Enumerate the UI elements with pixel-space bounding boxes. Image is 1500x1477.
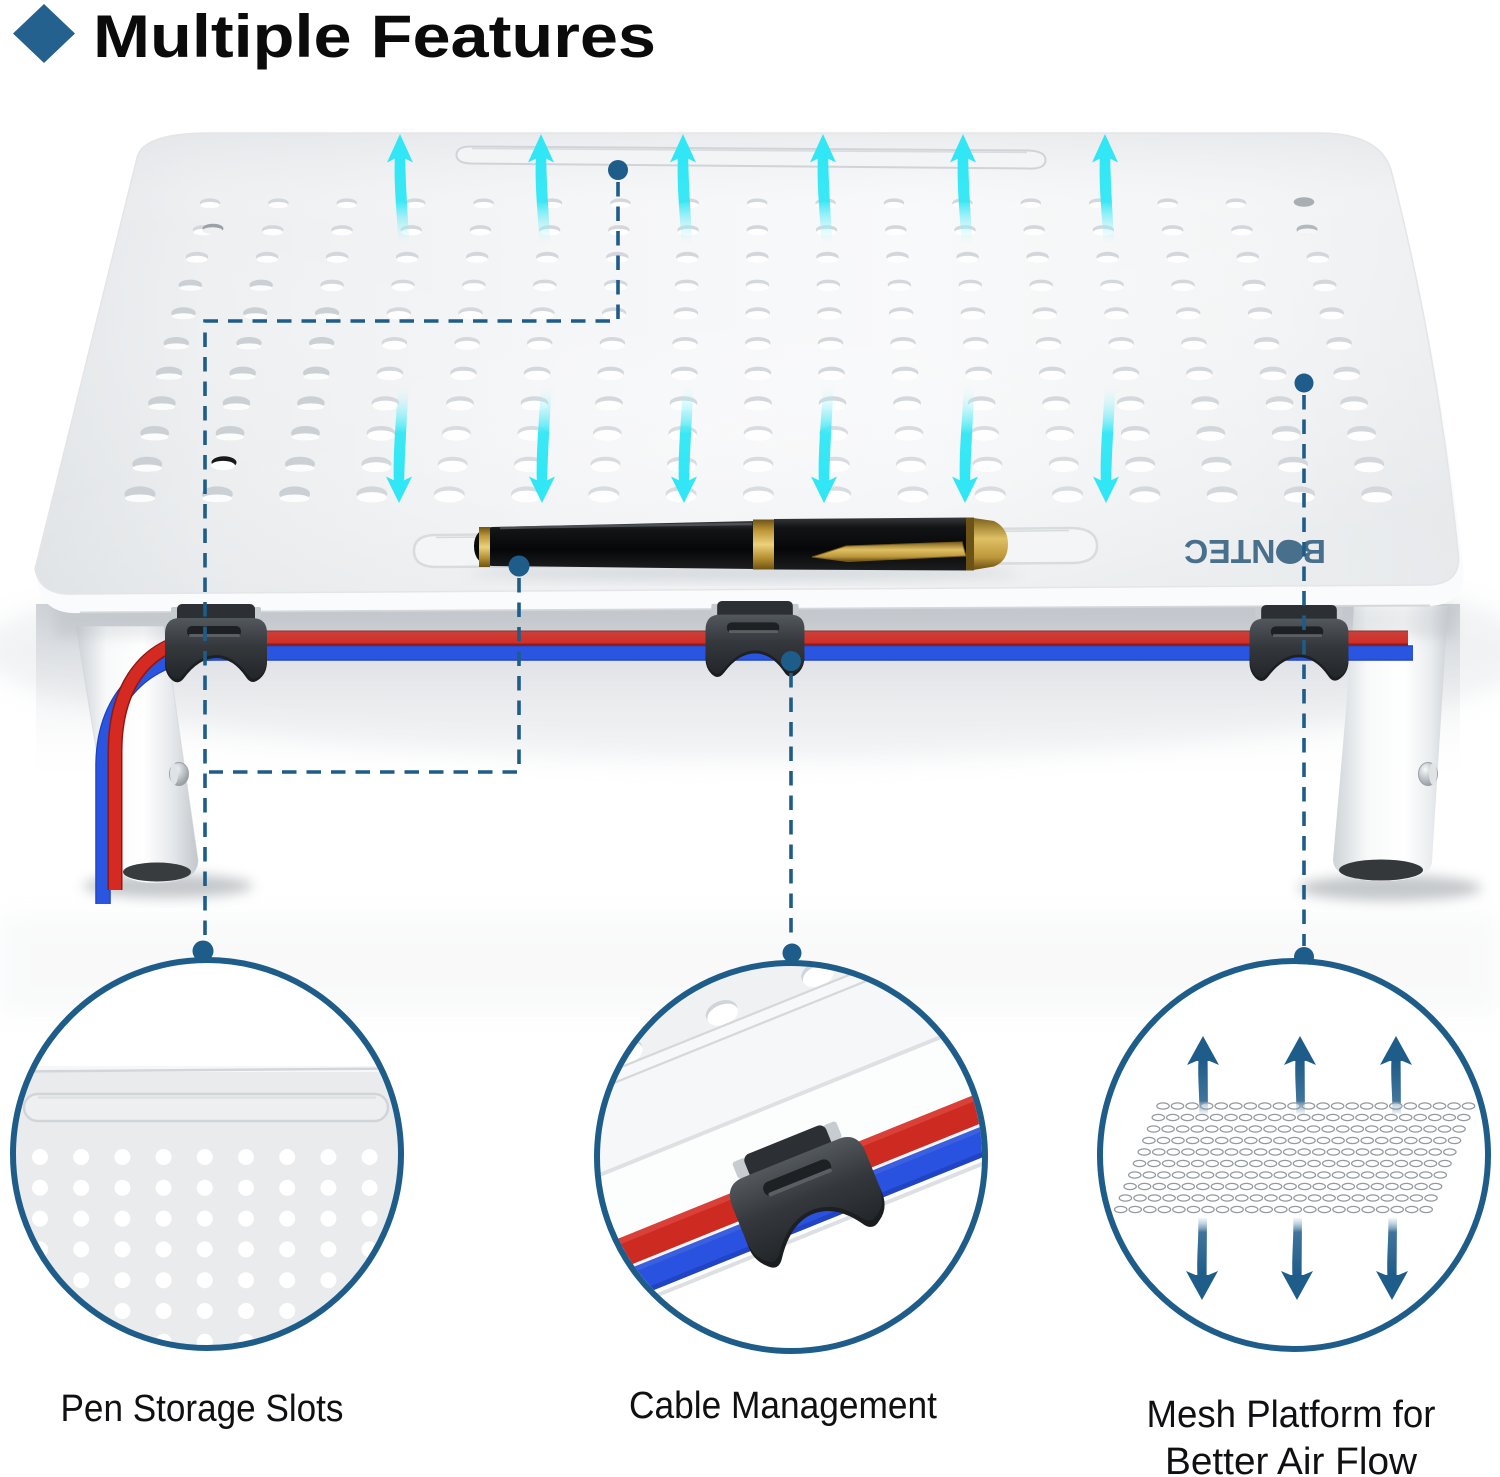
- svg-text:Cable Management: Cable Management: [629, 1385, 937, 1427]
- svg-text:Multiple Features: Multiple Features: [93, 3, 656, 70]
- svg-text:Mesh Platform for: Mesh Platform for: [1147, 1394, 1436, 1436]
- svg-text:Pen Storage Slots: Pen Storage Slots: [61, 1388, 344, 1430]
- svg-text:Better Air Flow: Better Air Flow: [1165, 1441, 1418, 1477]
